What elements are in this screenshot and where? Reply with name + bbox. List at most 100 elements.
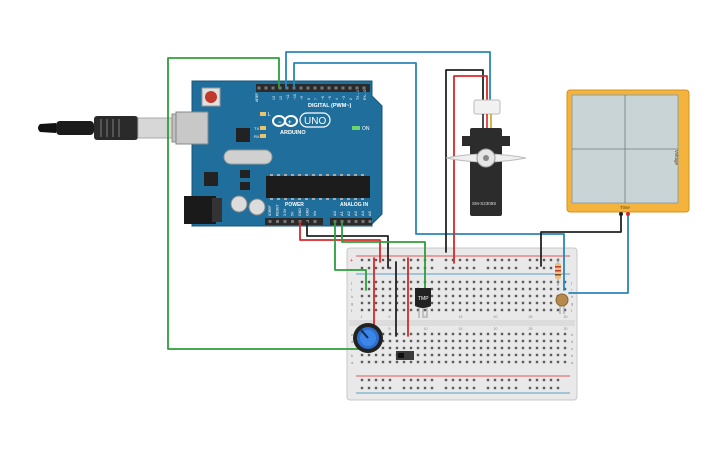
servo-motor[interactable]: SM-S2309S bbox=[445, 99, 527, 216]
breadboard-hole[interactable] bbox=[528, 301, 532, 305]
breadboard-hole[interactable] bbox=[556, 346, 560, 350]
breadboard-hole[interactable] bbox=[479, 301, 483, 305]
breadboard-hole[interactable] bbox=[514, 308, 518, 312]
rail-hole[interactable] bbox=[458, 266, 462, 270]
breadboard-hole[interactable] bbox=[360, 360, 364, 364]
breadboard-hole[interactable] bbox=[521, 294, 525, 298]
wire-red-servo[interactable] bbox=[453, 75, 488, 264]
breadboard-hole[interactable] bbox=[402, 308, 406, 312]
digital-pin[interactable] bbox=[348, 86, 352, 90]
breadboard-hole[interactable] bbox=[360, 353, 364, 357]
rail-hole[interactable] bbox=[542, 386, 546, 390]
breadboard-hole[interactable] bbox=[451, 294, 455, 298]
breadboard-hole[interactable] bbox=[563, 346, 567, 350]
rail-hole[interactable] bbox=[535, 386, 539, 390]
breadboard-hole[interactable] bbox=[479, 332, 483, 336]
rail-hole[interactable] bbox=[542, 266, 546, 270]
breadboard-hole[interactable] bbox=[367, 287, 371, 291]
breadboard-hole[interactable] bbox=[451, 339, 455, 343]
breadboard-hole[interactable] bbox=[507, 339, 511, 343]
wire-black-scope[interactable] bbox=[540, 213, 622, 267]
breadboard-hole[interactable] bbox=[507, 294, 511, 298]
breadboard-hole[interactable] bbox=[465, 360, 469, 364]
rail-hole[interactable] bbox=[465, 266, 469, 270]
breadboard-hole[interactable] bbox=[521, 308, 525, 312]
digital-pin[interactable] bbox=[362, 86, 366, 90]
rail-hole[interactable] bbox=[409, 258, 413, 262]
breadboard-hole[interactable] bbox=[402, 360, 406, 364]
rail-hole[interactable] bbox=[486, 386, 490, 390]
breadboard-hole[interactable] bbox=[416, 280, 420, 284]
breadboard-hole[interactable] bbox=[444, 339, 448, 343]
analog-pin[interactable] bbox=[347, 220, 351, 223]
breadboard-hole[interactable] bbox=[381, 360, 385, 364]
breadboard-hole[interactable] bbox=[528, 346, 532, 350]
breadboard-hole[interactable] bbox=[451, 353, 455, 357]
breadboard-hole[interactable] bbox=[493, 294, 497, 298]
breadboard-hole[interactable] bbox=[549, 360, 553, 364]
wire-black-gnd[interactable] bbox=[306, 221, 389, 269]
breadboard-hole[interactable] bbox=[381, 332, 385, 336]
breadboard-hole[interactable] bbox=[549, 353, 553, 357]
rail-hole[interactable] bbox=[367, 258, 371, 262]
breadboard-hole[interactable] bbox=[465, 287, 469, 291]
wire-blue-scope-2[interactable] bbox=[568, 213, 629, 294]
servo-horn[interactable] bbox=[445, 148, 527, 168]
rail-hole[interactable] bbox=[360, 386, 364, 390]
analog-pin[interactable] bbox=[368, 220, 372, 223]
breadboard-hole[interactable] bbox=[451, 332, 455, 336]
breadboard-hole[interactable] bbox=[416, 346, 420, 350]
breadboard-hole[interactable] bbox=[465, 301, 469, 305]
analog-pin[interactable] bbox=[361, 220, 365, 223]
breadboard-hole[interactable] bbox=[430, 339, 434, 343]
breadboard-hole[interactable] bbox=[535, 339, 539, 343]
breadboard-hole[interactable] bbox=[402, 346, 406, 350]
wire-blue-servo[interactable] bbox=[285, 51, 491, 105]
breadboard-hole[interactable] bbox=[493, 280, 497, 284]
breadboard-hole[interactable] bbox=[500, 353, 504, 357]
rail-hole[interactable] bbox=[423, 386, 427, 390]
breadboard-hole[interactable] bbox=[388, 294, 392, 298]
rail-hole[interactable] bbox=[535, 266, 539, 270]
breadboard-hole[interactable] bbox=[528, 339, 532, 343]
breadboard-hole[interactable] bbox=[395, 301, 399, 305]
breadboard-hole[interactable] bbox=[395, 360, 399, 364]
breadboard-hole[interactable] bbox=[514, 339, 518, 343]
breadboard-hole[interactable] bbox=[521, 301, 525, 305]
rail-hole[interactable] bbox=[514, 258, 518, 262]
breadboard-hole[interactable] bbox=[542, 332, 546, 336]
breadboard-hole[interactable] bbox=[535, 301, 539, 305]
breadboard-hole[interactable] bbox=[514, 280, 518, 284]
breadboard-hole[interactable] bbox=[556, 308, 560, 312]
breadboard-hole[interactable] bbox=[423, 339, 427, 343]
breadboard-hole[interactable] bbox=[500, 308, 504, 312]
breadboard-hole[interactable] bbox=[521, 360, 525, 364]
breadboard-hole[interactable] bbox=[402, 332, 406, 336]
breadboard-hole[interactable] bbox=[423, 346, 427, 350]
breadboard-hole[interactable] bbox=[437, 301, 441, 305]
breadboard-hole[interactable] bbox=[549, 346, 553, 350]
breadboard-hole[interactable] bbox=[360, 287, 364, 291]
breadboard-hole[interactable] bbox=[563, 339, 567, 343]
breadboard-hole[interactable] bbox=[465, 308, 469, 312]
breadboard-hole[interactable] bbox=[430, 346, 434, 350]
breadboard[interactable]: + − jjiihhggffeeddccbbaa1155101015152020… bbox=[346, 247, 578, 401]
breadboard-hole[interactable] bbox=[521, 287, 525, 291]
wire-red-5v[interactable] bbox=[299, 221, 381, 263]
digital-pin[interactable] bbox=[285, 86, 289, 90]
breadboard-hole[interactable] bbox=[535, 332, 539, 336]
rail-hole[interactable] bbox=[416, 378, 420, 382]
breadboard-hole[interactable] bbox=[409, 308, 413, 312]
breadboard-hole[interactable] bbox=[430, 287, 434, 291]
breadboard-hole[interactable] bbox=[381, 308, 385, 312]
rail-hole[interactable] bbox=[472, 258, 476, 262]
breadboard-hole[interactable] bbox=[507, 360, 511, 364]
breadboard-hole[interactable] bbox=[458, 339, 462, 343]
breadboard-hole[interactable] bbox=[472, 287, 476, 291]
rail-hole[interactable] bbox=[493, 266, 497, 270]
breadboard-hole[interactable] bbox=[409, 360, 413, 364]
breadboard-hole[interactable] bbox=[542, 308, 546, 312]
rail-hole[interactable] bbox=[430, 378, 434, 382]
breadboard-hole[interactable] bbox=[395, 308, 399, 312]
breadboard-hole[interactable] bbox=[430, 280, 434, 284]
